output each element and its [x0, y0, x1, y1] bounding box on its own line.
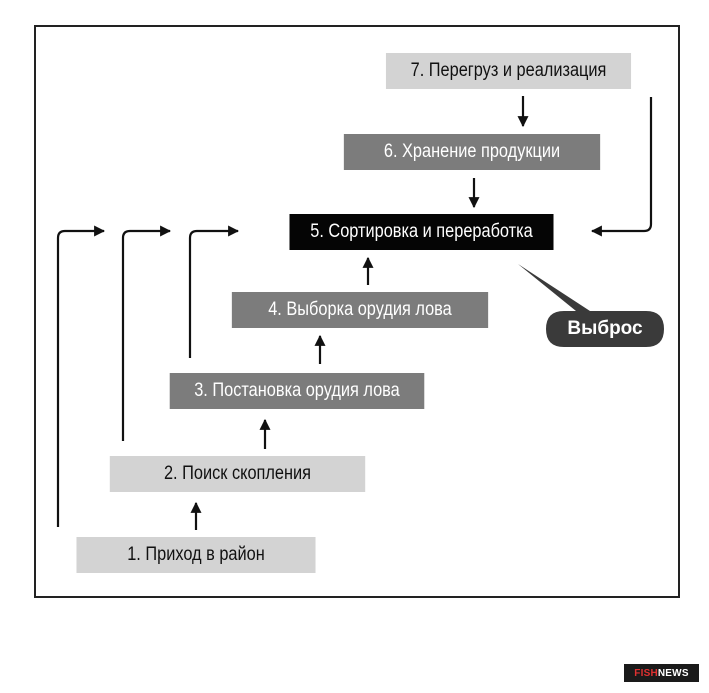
brand-part-1: FISH [634, 667, 658, 679]
step-1-label: 1. Приход в район [127, 544, 265, 565]
discard-label: Выброс [567, 318, 643, 339]
step-6-label: 6. Хранение продукции [383, 141, 561, 162]
step-4-label: 4. Выборка орудия лова [268, 299, 452, 320]
step-5-label: 5. Сортировка и переработка [310, 221, 533, 242]
discard-bubble [518, 264, 664, 347]
return-arrow-1 [56, 225, 106, 527]
step-3-label: 3. Постановка орудия лова [194, 380, 400, 401]
step-2-label: 2. Поиск скопления [163, 463, 312, 484]
arrow-7-loop-to-5 [590, 97, 653, 237]
return-arrow-3 [188, 225, 240, 358]
step-2-box: 2. Поиск скопления [109, 456, 366, 492]
brand-part-2: NEWS [657, 667, 689, 679]
diagram-frame [34, 25, 680, 598]
step-4-box: 4. Выборка орудия лова [231, 292, 489, 328]
step-6-box: 6. Хранение продукции [343, 134, 601, 170]
step-5-box: 5. Сортировка и переработка [289, 214, 554, 250]
step-1-box: 1. Приход в район [76, 537, 316, 573]
step-3-box: 3. Постановка орудия лова [169, 373, 425, 409]
step-7-label: 7. Перегруз и реализация [410, 60, 607, 81]
return-arrow-2 [121, 225, 172, 441]
step-7-box: 7. Перегруз и реализация [385, 53, 632, 89]
